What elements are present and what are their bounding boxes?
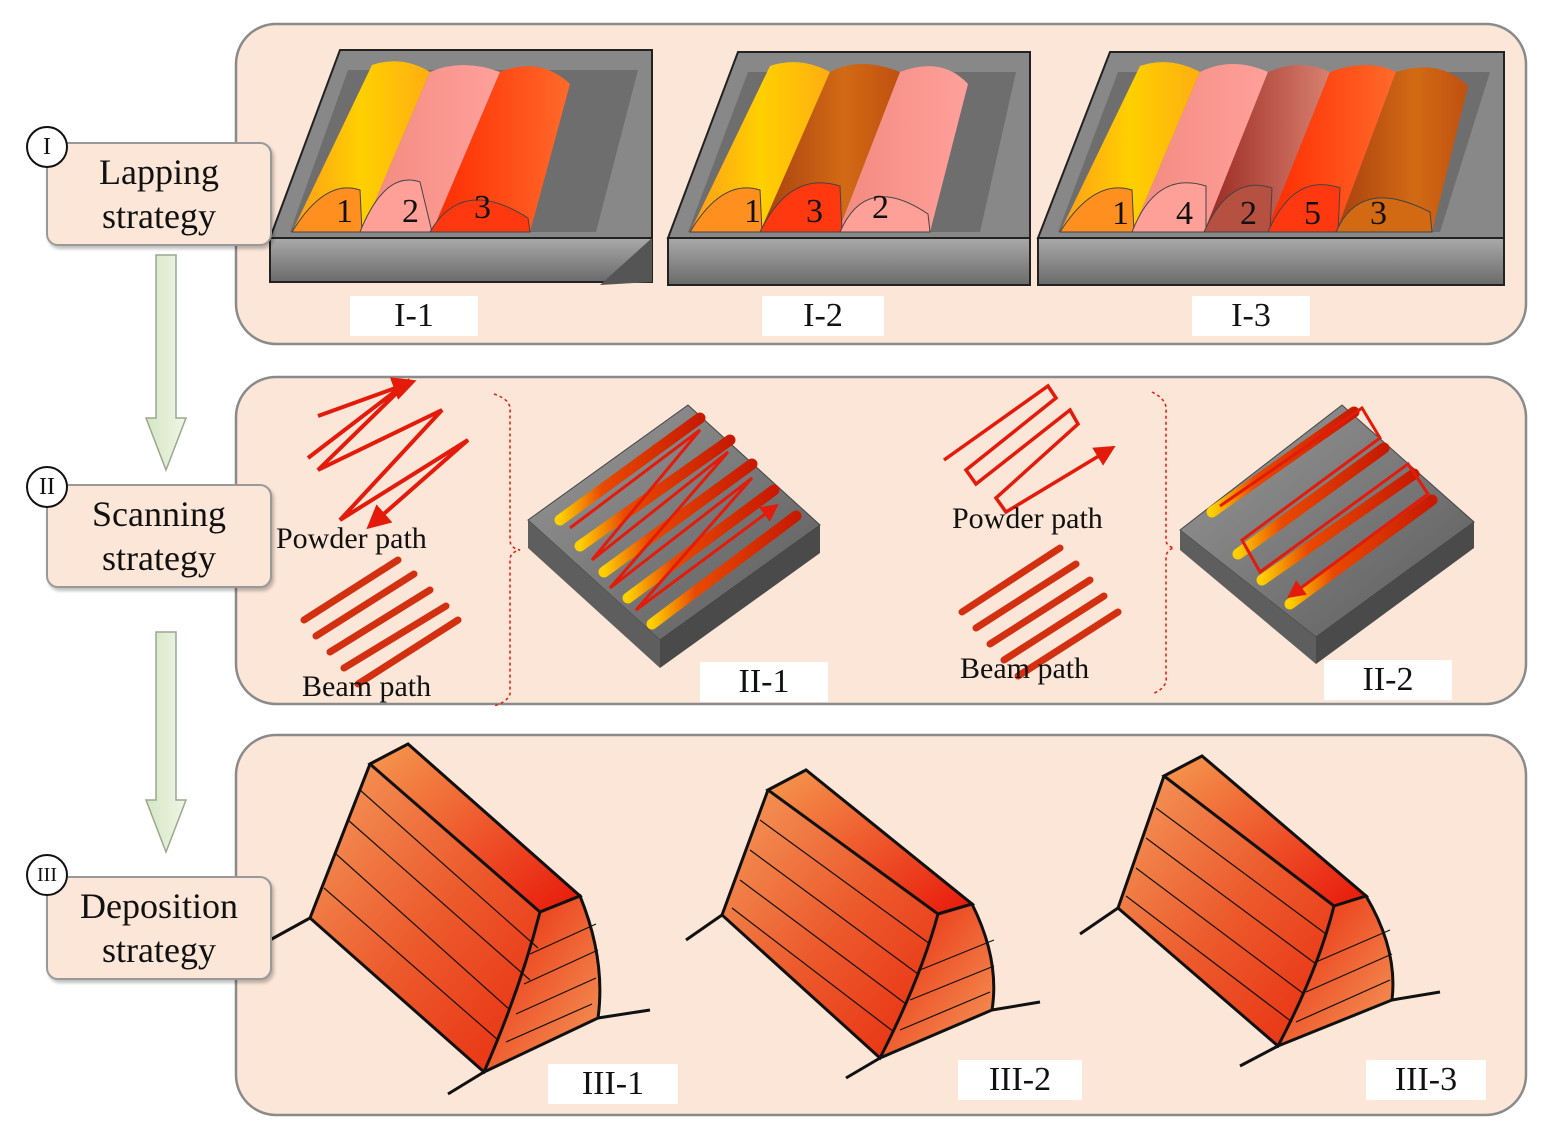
beam-path-lines [300,556,462,688]
track-num: 5 [1304,195,1321,232]
stage-box-lapping: Lapping strategy [46,142,272,246]
lapping-i1-diagram [268,49,653,285]
stage-number-badge: I [26,126,68,168]
track-num: 4 [1176,195,1193,232]
label-i3: I-3 [1192,296,1310,336]
brace-divider-2 [1151,391,1175,695]
track-num: 3 [1370,195,1387,232]
label-i2: I-2 [762,296,884,336]
label-iii1: III-1 [548,1064,678,1104]
scan-plate-ii2 [1179,404,1475,664]
powder-path-label: Powder path [276,522,427,555]
scan-plate-ii1 [527,404,821,668]
flow-arrow-2 [144,631,188,855]
track-num: 1 [744,193,761,230]
label-ii2: II-2 [1324,660,1452,700]
stage-box-scanning: Scanning strategy [46,484,272,588]
brace-divider [493,393,521,707]
track-num: 1 [1112,195,1129,232]
beam-path-lines-2 [958,544,1122,680]
stage-title: Deposition [80,886,238,926]
track-num: 1 [336,193,353,230]
stage-number-badge: III [26,854,68,896]
powder-path-serpentine [942,383,1116,515]
deposition-wall-iii1 [269,742,651,1096]
stage-subtitle: strategy [102,538,216,578]
track-num: 3 [806,193,823,230]
lapping-i3-diagram [1036,51,1505,286]
stage-box-deposition: Deposition strategy [46,876,272,980]
stage-number-badge: II [26,466,68,508]
stage-title: Scanning [92,494,226,534]
stage-subtitle: strategy [102,930,216,970]
stage-subtitle: strategy [102,196,216,236]
powder-path-label-2: Powder path [952,502,1103,535]
beam-path-label: Beam path [302,670,432,703]
track-num: 2 [1240,195,1257,232]
track-num: 3 [474,189,491,226]
deposition-wall-iii2 [685,768,1041,1080]
label-iii3: III-3 [1366,1060,1486,1100]
label-ii1: II-1 [700,662,828,702]
stage-title: Lapping [99,152,219,192]
powder-path-zigzag [306,377,470,530]
deposition-wall-iii3 [1079,754,1441,1068]
track-num: 2 [872,189,889,226]
label-i1: I-1 [350,296,478,336]
beam-path-label-2: Beam path [960,652,1090,685]
lapping-i2-diagram [666,51,1031,286]
label-iii2: III-2 [958,1060,1082,1100]
flow-arrow-1 [144,254,188,473]
track-num: 2 [402,193,419,230]
